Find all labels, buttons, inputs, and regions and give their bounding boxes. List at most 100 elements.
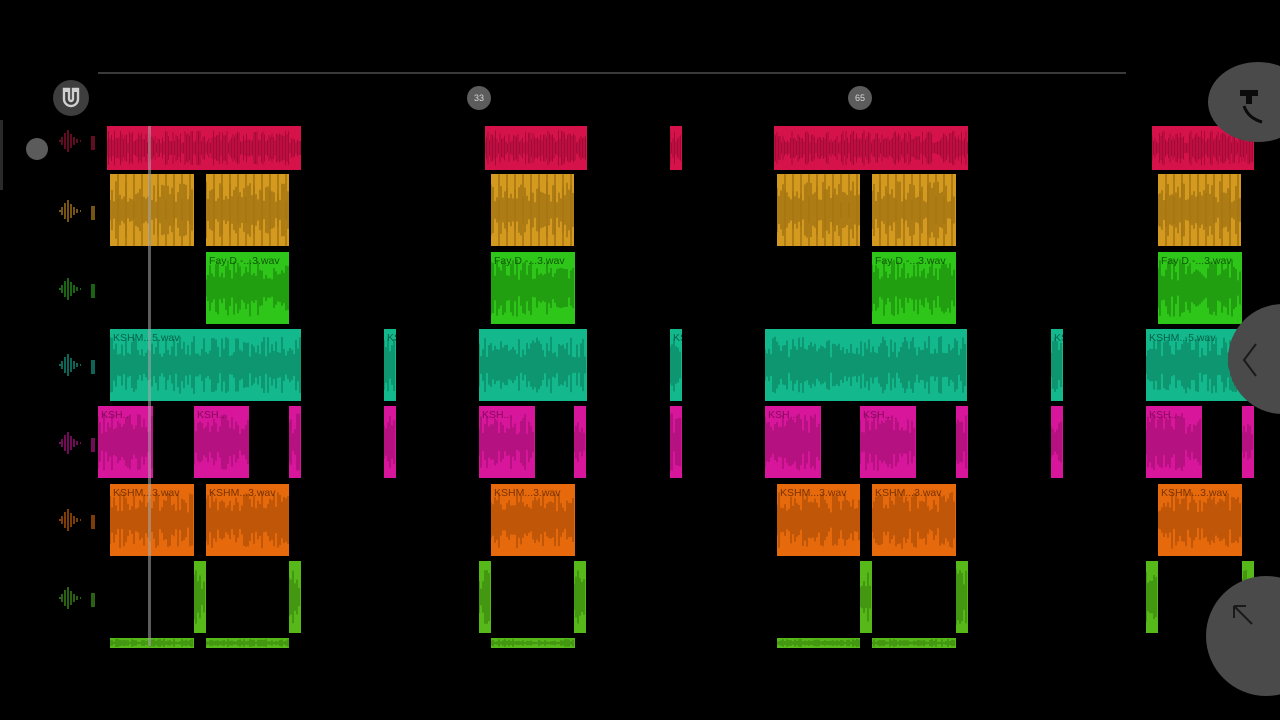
audio-clip[interactable] — [1051, 406, 1063, 478]
audio-clip[interactable]: KSHM...5.wav — [384, 329, 396, 401]
expand-button[interactable] — [1206, 576, 1280, 696]
audio-clip[interactable] — [289, 406, 301, 478]
audio-clip[interactable]: Fay D -...3.wav — [491, 252, 575, 324]
clip-waveform — [574, 570, 585, 624]
timeline-marker[interactable]: 33 — [467, 86, 491, 110]
audio-clip[interactable] — [872, 174, 956, 246]
clip-label: KSHM...5.wav — [113, 332, 180, 344]
clip-label: KSHM...3.wav — [875, 487, 942, 499]
audio-clip[interactable]: KSH... — [194, 406, 249, 478]
timeline-marker[interactable]: 65 — [848, 86, 872, 110]
audio-clip[interactable] — [860, 561, 872, 633]
audio-clip[interactable]: KSHM...3.wav — [872, 484, 956, 556]
audio-clip[interactable] — [194, 561, 206, 633]
waveform-icon[interactable] — [56, 507, 82, 533]
audio-clip[interactable] — [384, 406, 396, 478]
clip-label: KSHM...5.wav — [1149, 332, 1216, 344]
clip-waveform — [765, 413, 820, 471]
clip-waveform — [956, 415, 967, 469]
clip-label: KSHM...3.wav — [780, 487, 847, 499]
clip-waveform — [1242, 424, 1253, 460]
audio-clip[interactable] — [1146, 561, 1158, 633]
waveform-icon[interactable] — [56, 128, 82, 154]
audio-clip[interactable] — [777, 638, 860, 648]
clip-waveform — [872, 174, 955, 246]
audio-clip[interactable] — [670, 406, 682, 478]
audio-clip[interactable] — [107, 126, 301, 170]
waveform-icon[interactable] — [56, 198, 82, 224]
audio-clip[interactable] — [956, 561, 968, 633]
tools-button[interactable] — [1208, 62, 1280, 142]
audio-clip[interactable] — [491, 174, 574, 246]
clip-waveform — [491, 639, 574, 647]
audio-clip[interactable] — [777, 174, 860, 246]
audio-clip[interactable]: KSH... — [479, 406, 535, 478]
playhead[interactable] — [148, 126, 151, 646]
waveform-icon[interactable] — [56, 276, 82, 302]
audio-clip[interactable] — [110, 174, 194, 246]
clip-label: KSHM...3.wav — [1161, 487, 1228, 499]
clip-waveform — [110, 492, 193, 548]
audio-clip[interactable] — [670, 126, 682, 170]
audio-clip[interactable]: KSH... — [98, 406, 153, 478]
audio-clip[interactable]: KSHM...3.wav — [206, 484, 289, 556]
waveform-icon[interactable] — [56, 585, 82, 611]
audio-clip[interactable]: KSHM...5.wav — [670, 329, 682, 401]
clip-waveform — [1158, 491, 1241, 549]
audio-clip[interactable] — [1158, 174, 1241, 246]
clip-waveform — [110, 639, 193, 647]
audio-clip[interactable]: Fay D -...3.wav — [872, 252, 956, 324]
clip-label: KSH... — [482, 409, 513, 421]
clip-waveform — [1051, 338, 1062, 392]
audio-clip[interactable] — [289, 561, 301, 633]
clip-waveform — [479, 336, 586, 394]
clip-label: KSHM...3.wav — [209, 487, 276, 499]
audio-clip[interactable] — [1242, 406, 1254, 478]
clip-waveform — [479, 414, 534, 470]
audio-clip[interactable]: Fay D -...3.wav — [1158, 252, 1242, 324]
clip-waveform — [670, 413, 681, 471]
audio-clip[interactable] — [574, 561, 586, 633]
clip-label: Fay D -...3.wav — [875, 255, 946, 267]
magnet-snap-button[interactable] — [53, 80, 89, 116]
clip-waveform — [872, 259, 955, 317]
clip-waveform — [384, 338, 395, 392]
audio-clip[interactable] — [491, 638, 575, 648]
clip-label: KSH... — [863, 409, 894, 421]
waveform-icon[interactable] — [56, 352, 82, 378]
clip-label: Fay D -...3.wav — [494, 255, 565, 267]
clip-waveform — [491, 491, 574, 549]
audio-clip[interactable]: KSHM...3.wav — [777, 484, 860, 556]
audio-clip[interactable] — [479, 329, 587, 401]
record-dot-icon[interactable] — [26, 138, 48, 160]
clip-label: KSHM...3.wav — [494, 487, 561, 499]
waveform-icon[interactable] — [56, 430, 82, 456]
timeline-ruler[interactable] — [98, 72, 1126, 74]
audio-clip[interactable]: KSH... — [765, 406, 821, 478]
audio-clip[interactable]: KSHM...3.wav — [1158, 484, 1242, 556]
clip-waveform — [777, 174, 860, 246]
clip-waveform — [110, 336, 301, 394]
chevron-left-icon — [1242, 343, 1257, 377]
audio-clip[interactable] — [479, 561, 491, 633]
audio-clip[interactable]: KSH... — [860, 406, 916, 478]
audio-clip[interactable] — [872, 638, 956, 648]
audio-clip[interactable] — [206, 638, 289, 648]
audio-clip[interactable]: KSHM...5.wav — [110, 329, 301, 401]
audio-clip[interactable] — [956, 406, 968, 478]
audio-clip[interactable]: KSH... — [1146, 406, 1202, 478]
audio-clip[interactable] — [765, 329, 967, 401]
clip-waveform — [491, 259, 574, 317]
audio-clip[interactable] — [485, 126, 587, 170]
audio-clip[interactable]: KSHM...3.wav — [110, 484, 194, 556]
audio-clip[interactable] — [206, 174, 289, 246]
track-indicator — [91, 515, 95, 529]
audio-clip[interactable] — [774, 126, 968, 170]
audio-clip[interactable]: KSHM...5.wav — [1051, 329, 1063, 401]
clip-label: Fay D -...3.wav — [209, 255, 280, 267]
audio-clip[interactable]: KSHM...3.wav — [491, 484, 575, 556]
clip-label: KSHM...5.wav — [387, 332, 396, 344]
audio-clip[interactable] — [110, 638, 194, 648]
audio-clip[interactable]: Fay D -...3.wav — [206, 252, 289, 324]
audio-clip[interactable] — [574, 406, 586, 478]
